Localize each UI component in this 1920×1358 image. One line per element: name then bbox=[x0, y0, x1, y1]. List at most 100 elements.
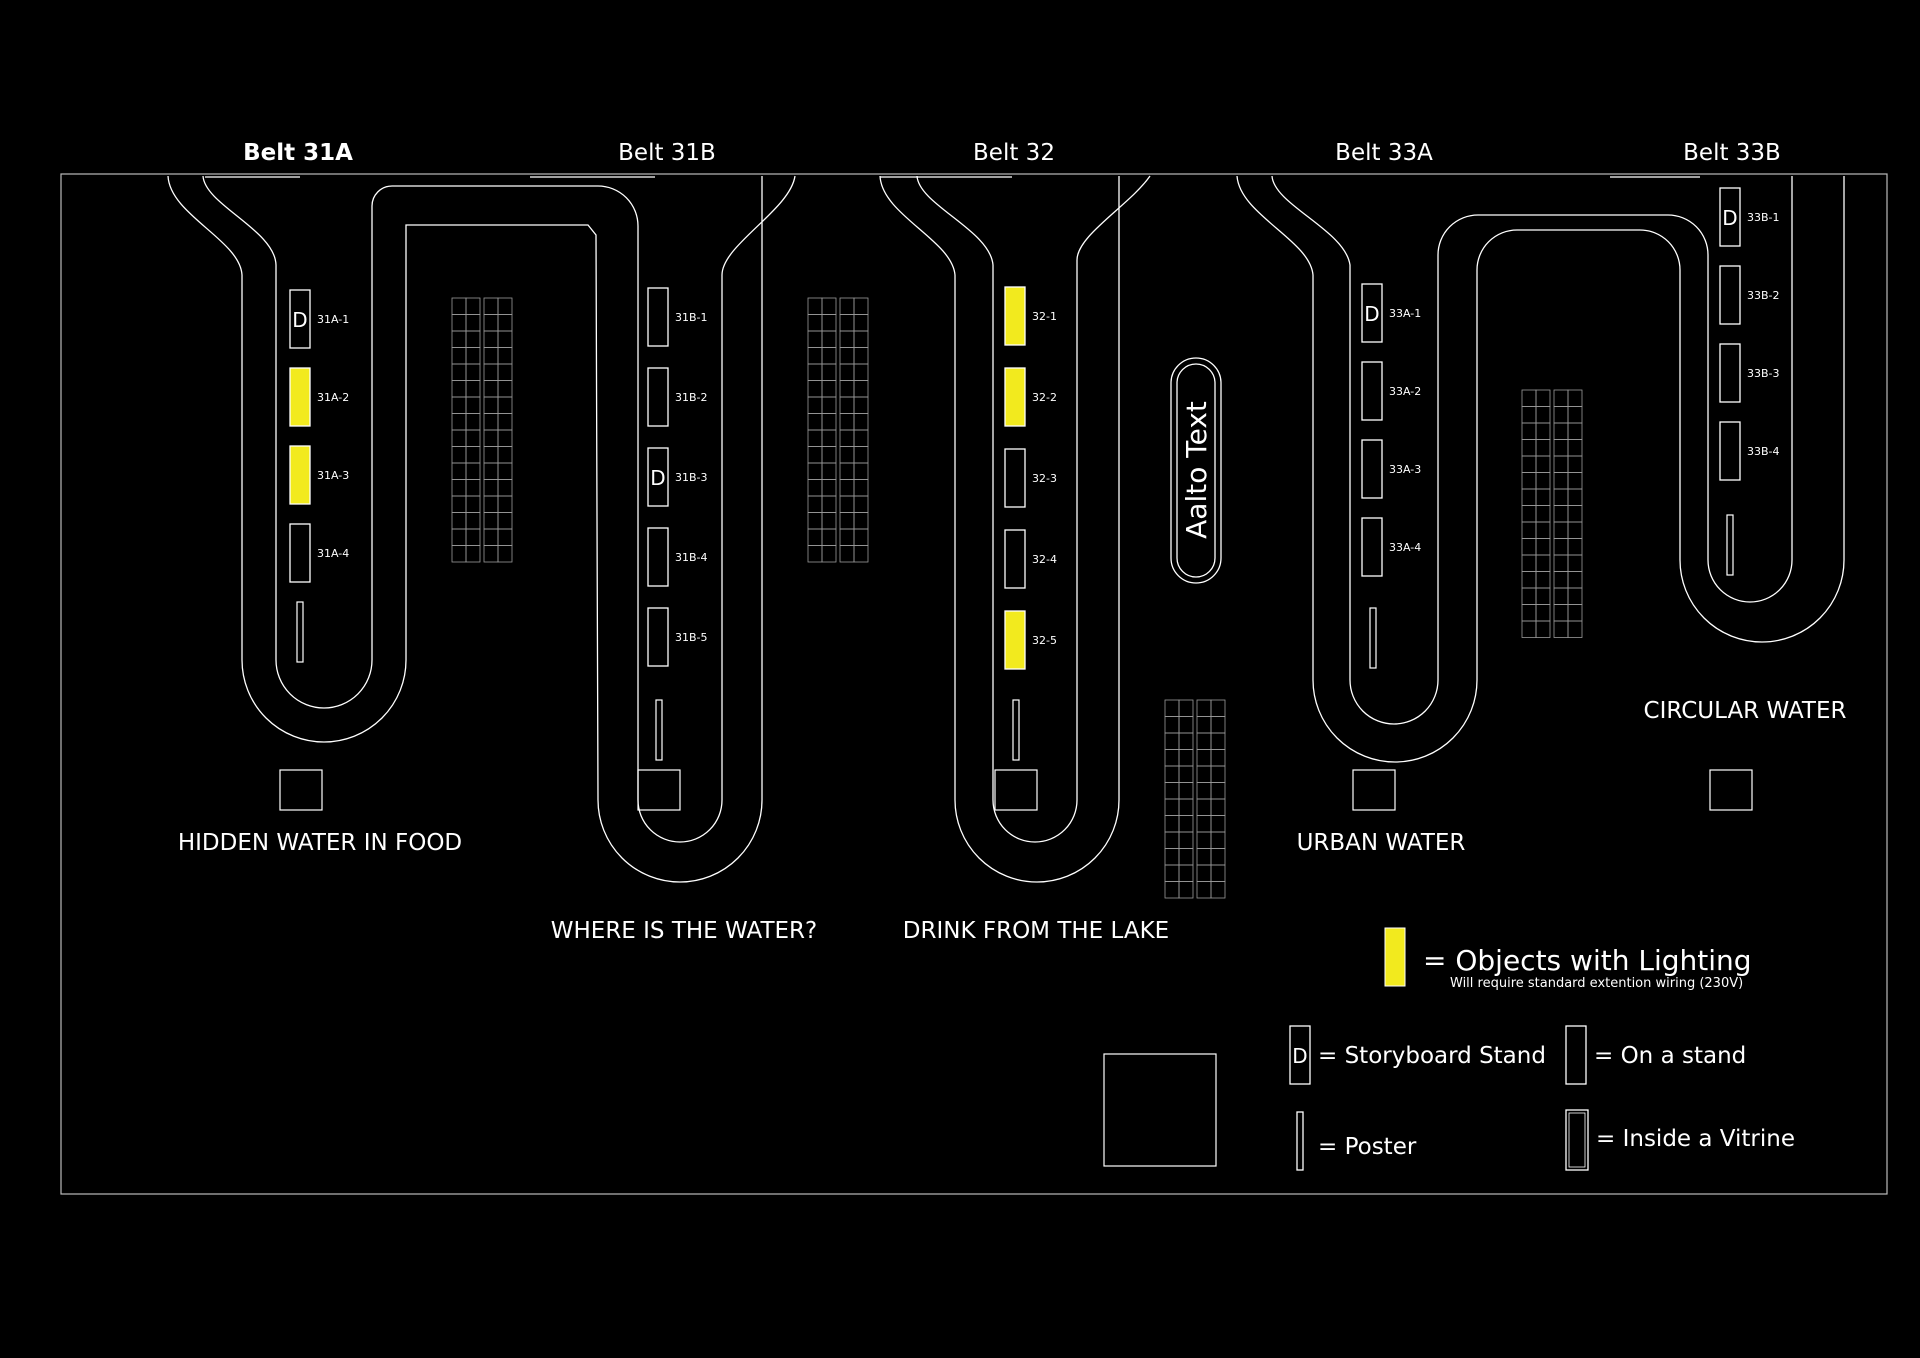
slot-32-2: 32-2 bbox=[1004, 367, 1057, 427]
object-rect bbox=[647, 607, 669, 667]
posters bbox=[296, 514, 1734, 761]
belt-title-32: Belt 32 bbox=[973, 140, 1055, 166]
belt-path-32-inner bbox=[916, 175, 1151, 843]
lit-object-rect bbox=[289, 445, 311, 505]
legend-stand-swatch bbox=[1565, 1025, 1587, 1085]
seating-grid-4 bbox=[1164, 699, 1226, 899]
belt-path-33a-33b-inner bbox=[1271, 175, 1793, 725]
belt-path-33a-33b-outer bbox=[1236, 175, 1845, 763]
object-rect bbox=[289, 289, 311, 349]
slot-31b-5: 31B-5 bbox=[647, 607, 708, 667]
storyboard-glyph: D bbox=[1364, 302, 1379, 326]
slot-31a-4: 31A-4 bbox=[289, 523, 349, 583]
base-33a bbox=[1352, 769, 1396, 811]
slot-label: 32-4 bbox=[1032, 553, 1057, 566]
poster-31a bbox=[296, 601, 304, 663]
slot-label: 33B-3 bbox=[1747, 367, 1780, 380]
object-rect bbox=[1004, 448, 1026, 508]
slot-31a-1: D 31A-1 bbox=[289, 289, 349, 349]
slot-label: 31B-5 bbox=[675, 631, 708, 644]
object-rect bbox=[289, 523, 311, 583]
aalto-text-element: Aalto Text bbox=[1170, 357, 1222, 584]
slot-label: 33A-3 bbox=[1389, 463, 1421, 476]
storyboard-glyph: D bbox=[292, 308, 307, 332]
object-rect bbox=[647, 447, 669, 507]
slot-label: 32-5 bbox=[1032, 634, 1057, 647]
slot-label: 33B-2 bbox=[1747, 289, 1780, 302]
slot-31a-3: 31A-3 bbox=[289, 445, 349, 505]
slot-label: 33B-1 bbox=[1747, 211, 1780, 224]
slot-31b-1: 31B-1 bbox=[647, 287, 708, 347]
legend-poster-swatch bbox=[1296, 1111, 1304, 1171]
lit-object-rect bbox=[1004, 286, 1026, 346]
belt-path-32 bbox=[879, 175, 1120, 883]
object-rect bbox=[1719, 265, 1741, 325]
poster-31b bbox=[655, 699, 663, 761]
slot-label: 31A-1 bbox=[317, 313, 349, 326]
slot-33b-3: 33B-3 bbox=[1719, 343, 1780, 403]
slot-label: 31B-2 bbox=[675, 391, 708, 404]
storyboard-glyph: D bbox=[1722, 206, 1737, 230]
seating-grid-3 bbox=[1521, 389, 1583, 638]
slot-label: 33A-1 bbox=[1389, 307, 1421, 320]
slot-31a-2: 31A-2 bbox=[289, 367, 349, 427]
slot-label: 31B-4 bbox=[675, 551, 708, 564]
slot-33b-2: 33B-2 bbox=[1719, 265, 1780, 325]
object-rect bbox=[1004, 529, 1026, 589]
legend-storyboard-label: = Storyboard Stand bbox=[1318, 1043, 1546, 1069]
slot-31b-4: 31B-4 bbox=[647, 527, 708, 587]
object-rect bbox=[1361, 439, 1383, 499]
slot-label: 31A-3 bbox=[317, 469, 349, 482]
object-rect bbox=[1361, 283, 1383, 343]
slot-label: 33A-4 bbox=[1389, 541, 1421, 554]
seating-grid-2 bbox=[807, 297, 869, 563]
legend: = Objects with Lighting Will require sta… bbox=[1289, 927, 1795, 1171]
slot-33a-4: 33A-4 bbox=[1361, 517, 1421, 577]
legend-storyboard-glyph: D bbox=[1292, 1044, 1307, 1068]
large-base bbox=[1103, 1053, 1217, 1167]
slot-31b-2: 31B-2 bbox=[647, 367, 708, 427]
poster-32 bbox=[1012, 699, 1020, 761]
slot-31b-3: D 31B-3 bbox=[647, 447, 708, 507]
zone-title-33b: CIRCULAR WATER bbox=[1644, 698, 1847, 724]
legend-vitrine-label: = Inside a Vitrine bbox=[1596, 1126, 1795, 1152]
slot-33b-1: D 33B-1 bbox=[1719, 187, 1780, 247]
slot-label: 32-2 bbox=[1032, 391, 1057, 404]
object-rect bbox=[647, 527, 669, 587]
base-32 bbox=[994, 769, 1038, 811]
slot-32-1: 32-1 bbox=[1004, 286, 1057, 346]
slot-33b-4: 33B-4 bbox=[1719, 421, 1780, 481]
belt-paths bbox=[167, 175, 1845, 883]
seating-grid-1 bbox=[451, 297, 513, 563]
poster-33a bbox=[1369, 607, 1377, 669]
slot-label: 32-1 bbox=[1032, 310, 1057, 323]
slot-label: 32-3 bbox=[1032, 472, 1057, 485]
storyboard-glyph: D bbox=[650, 466, 665, 490]
belt-title-33a: Belt 33A bbox=[1335, 140, 1433, 166]
slot-label: 33A-2 bbox=[1389, 385, 1421, 398]
object-rect bbox=[647, 367, 669, 427]
slot-label: 33B-4 bbox=[1747, 445, 1780, 458]
belt-title-31a: Belt 31A bbox=[243, 140, 353, 166]
legend-vitrine-swatch-inner bbox=[1568, 1112, 1586, 1168]
slot-label: 31B-3 bbox=[675, 471, 708, 484]
legend-lighting-note: Will require standard extention wiring (… bbox=[1450, 976, 1743, 991]
slot-label: 31A-2 bbox=[317, 391, 349, 404]
zone-title-31b: WHERE IS THE WATER? bbox=[551, 918, 817, 944]
legend-stand-label: = On a stand bbox=[1594, 1043, 1746, 1069]
slot-33a-3: 33A-3 bbox=[1361, 439, 1421, 499]
object-rect bbox=[647, 287, 669, 347]
zone-title-33a: URBAN WATER bbox=[1297, 830, 1466, 856]
lit-object-rect bbox=[1004, 367, 1026, 427]
exhibition-boundary bbox=[60, 173, 1888, 1195]
lit-object-rect bbox=[289, 367, 311, 427]
legend-lighting-swatch bbox=[1384, 927, 1406, 987]
legend-vitrine-swatch-outer bbox=[1565, 1109, 1589, 1171]
slot-33a-2: 33A-2 bbox=[1361, 361, 1421, 421]
object-rect bbox=[1719, 343, 1741, 403]
lit-object-rect bbox=[1004, 610, 1026, 670]
base-33b bbox=[1709, 769, 1753, 811]
seating-grids bbox=[451, 297, 1583, 899]
